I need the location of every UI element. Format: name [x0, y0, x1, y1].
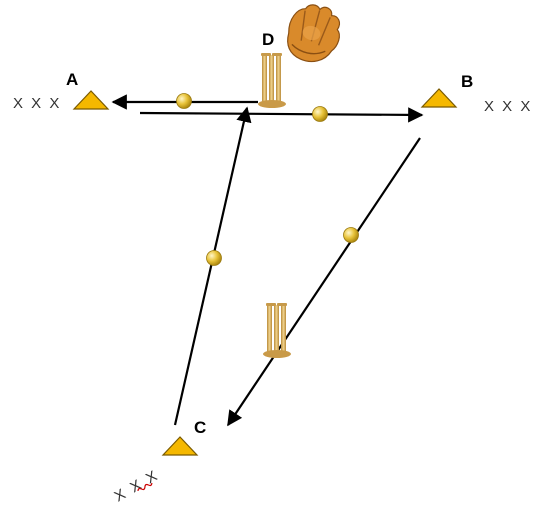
path-b-to-c: [227, 137, 421, 427]
station-label-b: B: [461, 72, 473, 91]
players-a: X X X: [13, 95, 61, 112]
players-b: X X X: [484, 98, 532, 115]
triangle-cone-icon: [420, 88, 458, 108]
ball-icon: [312, 106, 328, 122]
players-c: X X X: [112, 467, 162, 506]
glove-icon: [287, 4, 340, 63]
triangle-cone-icon: [72, 90, 110, 110]
ball-icon: [176, 93, 192, 109]
station-label-d: D: [262, 30, 274, 49]
path-c-to-d: [173, 106, 252, 426]
stumps-icon: [258, 53, 286, 108]
path-a-to-b: [139, 107, 424, 123]
ball-icon: [206, 250, 222, 266]
station-label-c: C: [194, 418, 206, 437]
stumps-icon: [263, 303, 291, 358]
triangle-cone-icon: [161, 436, 199, 456]
squiggle-mark: [137, 482, 153, 492]
ball-icon: [343, 227, 359, 243]
station-label-a: A: [66, 70, 78, 89]
